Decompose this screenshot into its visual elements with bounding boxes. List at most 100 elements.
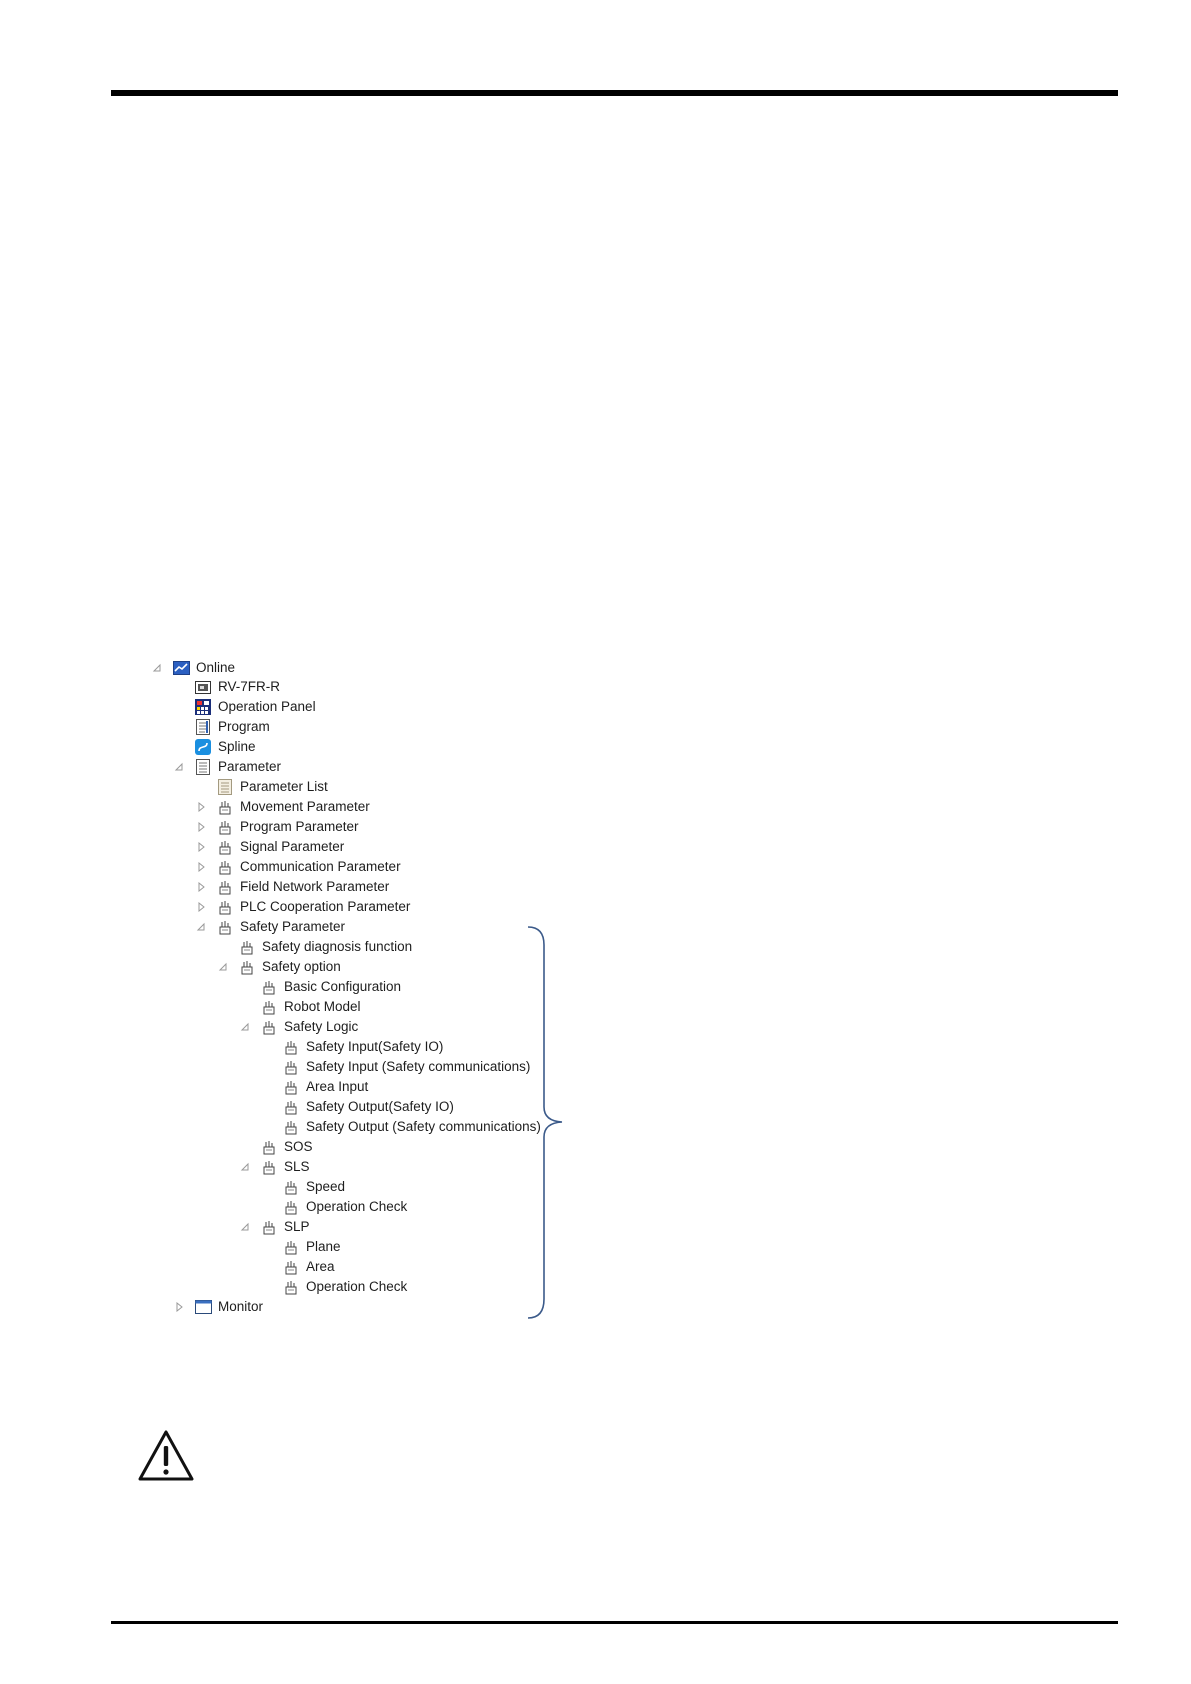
tree-item-robot-model[interactable]: Robot Model: [238, 997, 361, 1017]
expanded-arrow-icon[interactable]: [238, 1160, 252, 1174]
collapsed-arrow-icon[interactable]: [194, 860, 208, 874]
tree-item-parameter[interactable]: Parameter: [172, 757, 281, 777]
collapsed-arrow-icon[interactable]: [194, 840, 208, 854]
tree-item-basic-configuration[interactable]: Basic Configuration: [238, 977, 401, 997]
tree-item-speed[interactable]: Speed: [260, 1177, 345, 1197]
parameter-hand-icon: [282, 1038, 300, 1056]
tree-item-area-input[interactable]: Area Input: [260, 1077, 368, 1097]
program-icon: [194, 718, 212, 736]
tree-item-safety-input-safety-io[interactable]: Safety Input(Safety IO): [260, 1037, 443, 1057]
tree-item-label: Parameter List: [240, 779, 328, 794]
tree-item-label: Plane: [306, 1239, 341, 1254]
tree-item-label: Area Input: [306, 1079, 369, 1094]
tree-item-label: Signal Parameter: [240, 839, 345, 854]
tree-item-label: Operation Panel: [218, 699, 316, 714]
tree-item-movement-parameter[interactable]: Movement Parameter: [194, 797, 370, 817]
tree-item-label: Operation Check: [306, 1199, 408, 1214]
tree-item-label: Parameter: [218, 759, 282, 774]
tree-item-parameter-list[interactable]: Parameter List: [194, 777, 328, 797]
tree-item-communication-parameter[interactable]: Communication Parameter: [194, 857, 401, 877]
parameter-hand-icon: [238, 938, 256, 956]
monitor-window-icon: [194, 1298, 212, 1316]
grouping-brace: [528, 926, 563, 1319]
tree-item-label: Safety Output (Safety communications): [306, 1119, 541, 1134]
tree-item-label: Safety Output(Safety IO): [306, 1099, 454, 1114]
tree-item-operation-check[interactable]: Operation Check: [260, 1277, 407, 1297]
tree-item-monitor[interactable]: Monitor: [172, 1297, 263, 1317]
tree-item-signal-parameter[interactable]: Signal Parameter: [194, 837, 344, 857]
parameter-hand-icon: [216, 898, 234, 916]
parameter-hand-icon: [216, 798, 234, 816]
tree-item-sls[interactable]: SLS: [238, 1157, 310, 1177]
tree-item-operation-check[interactable]: Operation Check: [260, 1197, 407, 1217]
expanded-arrow-icon[interactable]: [216, 960, 230, 974]
tree-item-safety-parameter[interactable]: Safety Parameter: [194, 917, 345, 937]
tree-item-operation-panel[interactable]: Operation Panel: [172, 697, 316, 717]
robot-controller-icon: [194, 678, 212, 696]
tree-item-safety-logic[interactable]: Safety Logic: [238, 1017, 358, 1037]
tree-item-spline[interactable]: Spline: [172, 737, 256, 757]
online-chart-icon: [172, 659, 190, 677]
tree-item-label: Operation Check: [306, 1279, 408, 1294]
spline-icon: [194, 738, 212, 756]
tree-item-program-parameter[interactable]: Program Parameter: [194, 817, 359, 837]
tree-item-online[interactable]: Online: [150, 658, 235, 678]
tree-item-label: Movement Parameter: [240, 799, 370, 814]
tree-item-safety-input-safety-communications[interactable]: Safety Input (Safety communications): [260, 1057, 530, 1077]
parameter-hand-icon: [216, 878, 234, 896]
parameter-hand-icon: [282, 1118, 300, 1136]
tree-item-slp[interactable]: SLP: [238, 1217, 310, 1237]
tree-item-safety-output-safety-io[interactable]: Safety Output(Safety IO): [260, 1097, 454, 1117]
tree-item-plc-cooperation-parameter[interactable]: PLC Cooperation Parameter: [194, 897, 410, 917]
expanded-arrow-icon[interactable]: [238, 1020, 252, 1034]
tree-item-label: Safety option: [262, 959, 341, 974]
tree-item-label: Monitor: [218, 1299, 264, 1314]
tree-item-label: SLP: [284, 1219, 310, 1234]
parameter-list-icon: [216, 778, 234, 796]
collapsed-arrow-icon[interactable]: [194, 900, 208, 914]
tree-item-label: Program: [218, 719, 270, 734]
collapsed-arrow-icon[interactable]: [194, 880, 208, 894]
parameter-hand-icon: [282, 1058, 300, 1076]
parameter-hand-icon: [216, 818, 234, 836]
tree-item-field-network-parameter[interactable]: Field Network Parameter: [194, 877, 389, 897]
bottom-rule: [111, 1621, 1118, 1624]
parameter-hand-icon: [260, 998, 278, 1016]
tree-item-label: Communication Parameter: [240, 859, 401, 874]
expanded-arrow-icon[interactable]: [238, 1220, 252, 1234]
parameter-hand-icon: [282, 1278, 300, 1296]
collapsed-arrow-icon[interactable]: [194, 800, 208, 814]
tree-item-label: SLS: [284, 1159, 310, 1174]
parameter-hand-icon: [260, 1158, 278, 1176]
parameter-hand-icon: [282, 1238, 300, 1256]
tree-item-label: Robot Model: [284, 999, 361, 1014]
tree-item-label: Area: [306, 1259, 335, 1274]
collapsed-arrow-icon[interactable]: [194, 820, 208, 834]
tree-item-safety-diagnosis-function[interactable]: Safety diagnosis function: [216, 937, 412, 957]
tree-item-sos[interactable]: SOS: [238, 1137, 313, 1157]
tree-item-plane[interactable]: Plane: [260, 1237, 341, 1257]
tree-item-label: Basic Configuration: [284, 979, 402, 994]
tree-item-label: Safety Input (Safety communications): [306, 1059, 531, 1074]
tree-item-label: Safety Input(Safety IO): [306, 1039, 444, 1054]
parameter-hand-icon: [282, 1178, 300, 1196]
tree-item-safety-option[interactable]: Safety option: [216, 957, 341, 977]
tree-item-safety-output-safety-communications[interactable]: Safety Output (Safety communications): [260, 1117, 541, 1137]
collapsed-arrow-icon[interactable]: [172, 1300, 186, 1314]
tree-item-label: Program Parameter: [240, 819, 359, 834]
parameter-hand-icon: [238, 958, 256, 976]
tree-item-area[interactable]: Area: [260, 1257, 335, 1277]
tree-item-label: SOS: [284, 1139, 313, 1154]
parameter-hand-icon: [260, 978, 278, 996]
expanded-arrow-icon[interactable]: [172, 760, 186, 774]
tree-item-label: Online: [196, 660, 236, 675]
tree-item-label: Spline: [218, 739, 256, 754]
parameter-hand-icon: [282, 1258, 300, 1276]
expanded-arrow-icon[interactable]: [150, 661, 164, 675]
expanded-arrow-icon[interactable]: [194, 920, 208, 934]
tree-item-program[interactable]: Program: [172, 717, 270, 737]
parameter-hand-icon: [216, 858, 234, 876]
tree-item-label: PLC Cooperation Parameter: [240, 899, 411, 914]
tree-item-rv-7fr-r[interactable]: RV-7FR-R: [172, 677, 280, 697]
parameter-hand-icon: [260, 1218, 278, 1236]
